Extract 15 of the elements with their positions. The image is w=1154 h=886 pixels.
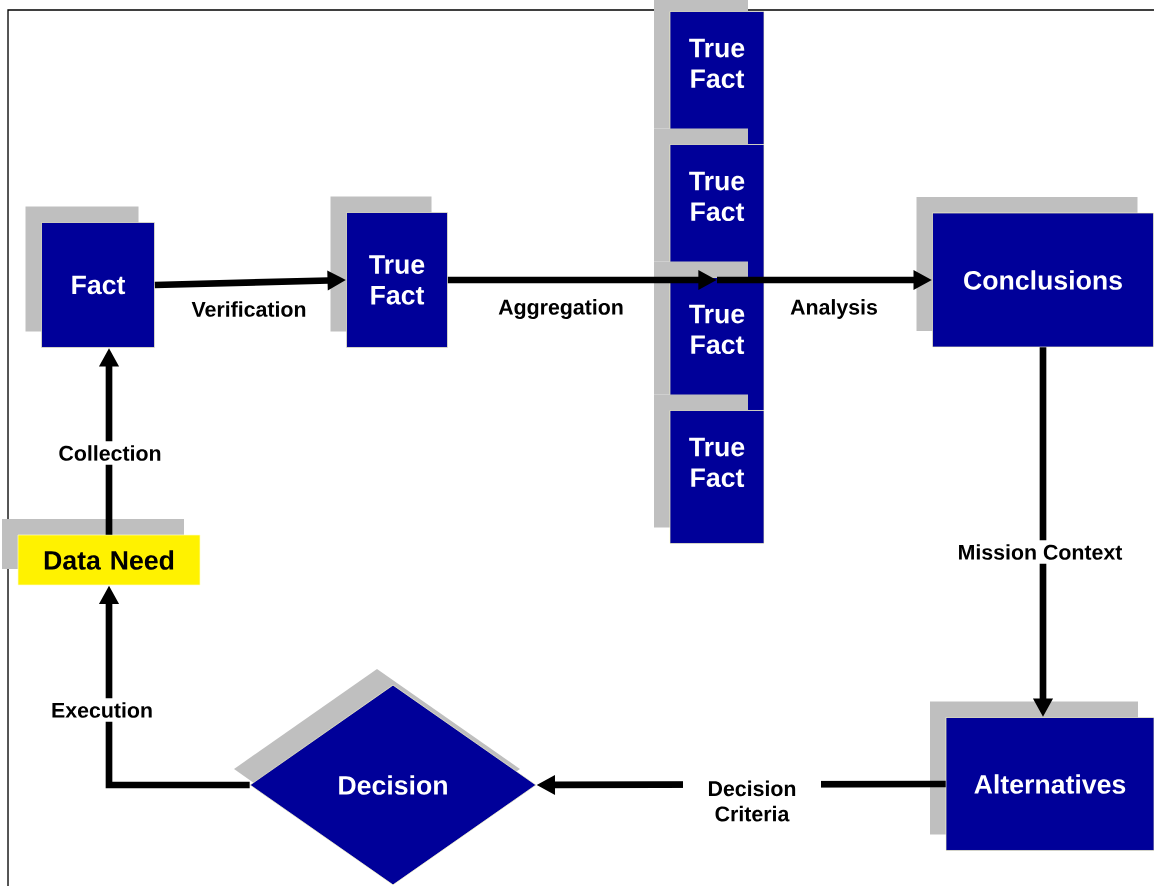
edge-label: Decision Criteria xyxy=(683,776,821,826)
edge-label: Verification xyxy=(187,297,311,321)
process-box: Alternatives xyxy=(930,701,1154,851)
process-box: True Fact xyxy=(330,196,448,348)
edge-label: Collection xyxy=(54,441,166,465)
process-box: Fact xyxy=(25,206,155,348)
edge-label: Analysis xyxy=(786,295,882,323)
process-box: Conclusions xyxy=(916,197,1154,348)
edge-label: Execution xyxy=(47,698,157,722)
edge-label: Aggregation xyxy=(494,295,628,323)
fact-box: True Fact xyxy=(654,0,765,145)
fact-box: True Fact xyxy=(654,394,765,544)
edge-label: Mission Context xyxy=(953,540,1127,564)
start-box: Data Need xyxy=(2,519,201,586)
fact-box: True Fact xyxy=(654,128,765,278)
